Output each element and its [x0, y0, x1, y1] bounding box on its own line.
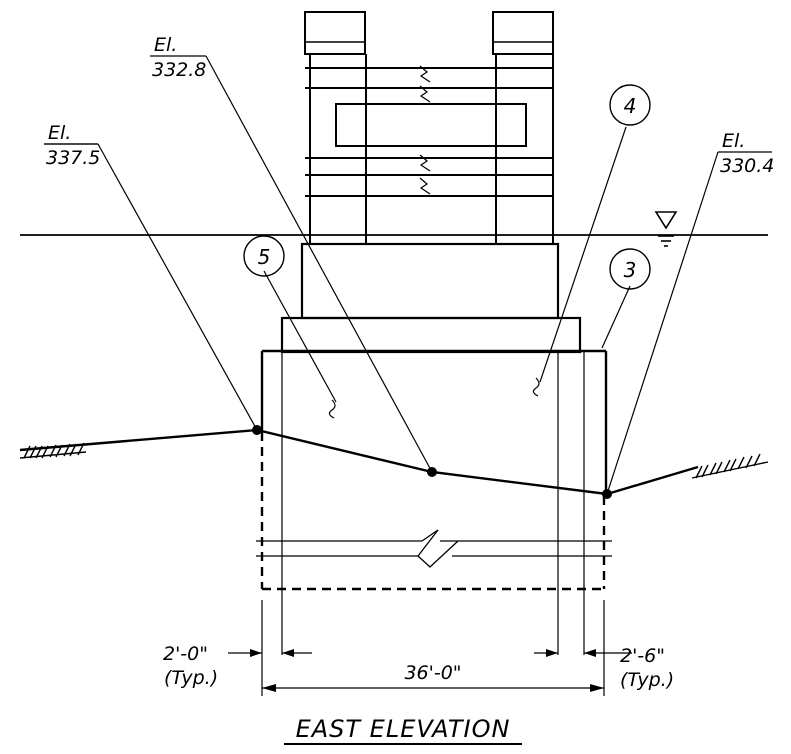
- elevation-prefix: El.: [722, 130, 745, 152]
- dim-width: 36'-0": [404, 662, 461, 684]
- callout-3-label: 3: [624, 258, 637, 282]
- callout-5-label: 5: [258, 245, 271, 269]
- callout-5: 5: [243, 235, 285, 277]
- dim-right-offset: 2'-6": [620, 645, 665, 667]
- break-line: [256, 529, 612, 568]
- callout-4-label: 4: [624, 94, 637, 118]
- ground-profile: [19, 428, 699, 496]
- elevation-leaders: [44, 55, 772, 495]
- dim-left-typ: (Typ.): [164, 667, 218, 689]
- pile-cap: [280, 242, 582, 354]
- cofferdam-walls: [260, 349, 608, 655]
- elevation-prefix: El.: [48, 122, 71, 144]
- dim-left-offset: 2'-0": [163, 643, 208, 665]
- elevation-value: 337.5: [46, 147, 100, 169]
- water-level-icon: [654, 211, 678, 247]
- drawing-title: EAST ELEVATION: [296, 715, 511, 743]
- callout-4: 4: [609, 84, 651, 126]
- elevation-prefix: El.: [154, 34, 177, 56]
- pier-columns: [304, 11, 554, 244]
- dimension-arrows: [250, 649, 604, 692]
- ground-hatch-icon: [691, 453, 769, 479]
- cofferdam-hidden-lines: [260, 432, 606, 591]
- elevation-value: 330.4: [720, 155, 774, 177]
- ground-hatch-icon: [19, 442, 87, 459]
- dim-right-typ: (Typ.): [620, 669, 674, 691]
- column-hidden-lines: [365, 104, 497, 146]
- callout-3: 3: [609, 248, 651, 290]
- elevation-value: 332.8: [152, 59, 206, 81]
- callout-leaders: [263, 126, 631, 419]
